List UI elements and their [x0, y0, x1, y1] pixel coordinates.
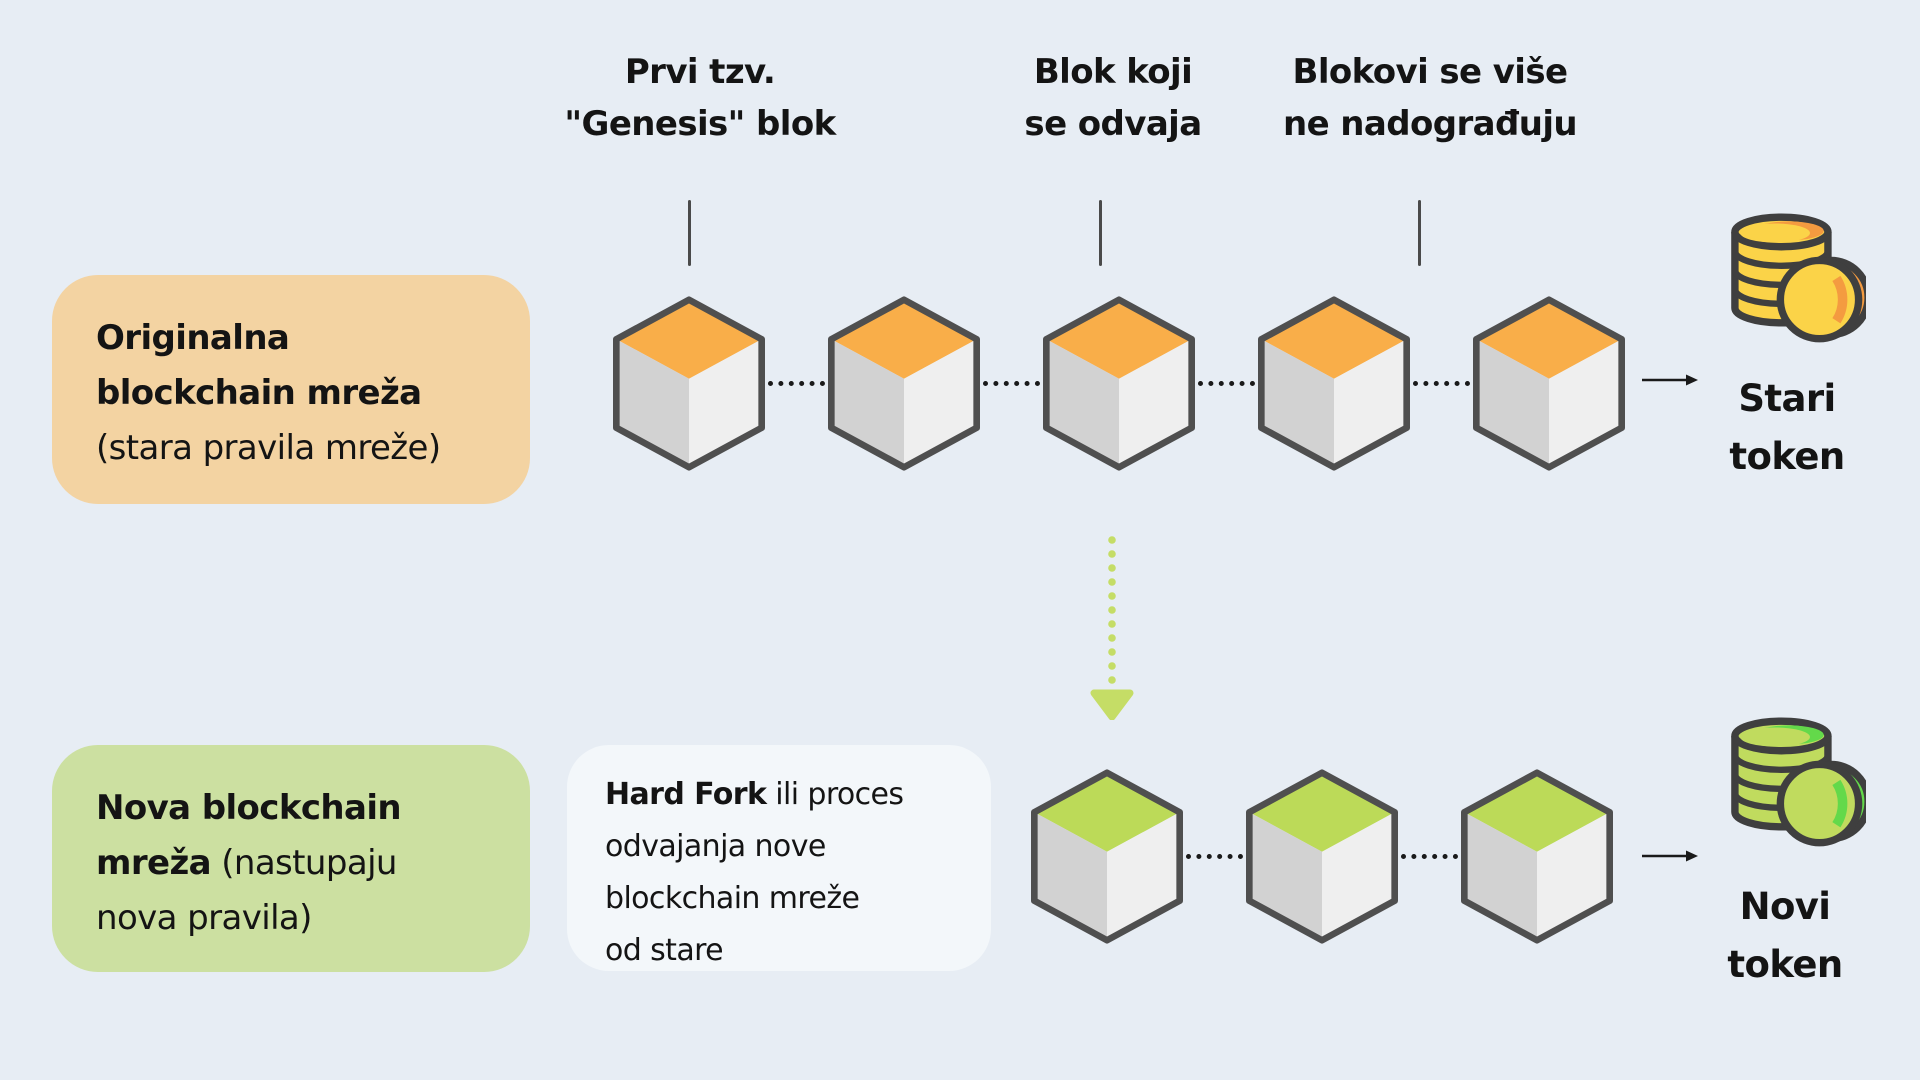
dotted-down-arrow-icon [1090, 536, 1134, 720]
token-label-line: token [1727, 943, 1843, 986]
dotted-line-link [768, 381, 825, 386]
old-chain-block-cube [1255, 295, 1413, 472]
label-line: Blokovi se više [1292, 52, 1568, 92]
label-splitting-block: Blok koji se odvaja [1024, 46, 1202, 150]
box-text: ili proces [766, 777, 904, 812]
old-chain-block-cube [610, 295, 768, 472]
label-line: Blok koji [1033, 52, 1193, 92]
coin-stack-icon [1731, 717, 1866, 847]
old-chain-block-cube [1470, 295, 1628, 472]
box-text-line: Nova blockchain [96, 788, 402, 828]
old-blockchain-chain [610, 295, 1628, 472]
label-line: "Genesis" blok [564, 104, 836, 144]
box-text-bold: mreža [96, 843, 212, 883]
new-token-label: Novi token [1727, 878, 1843, 994]
box-text-line: Hard Fork ili proces [605, 769, 967, 821]
label-line: se odvaja [1024, 104, 1202, 144]
new-network-box: Nova blockchain mreža (nastupaju nova pr… [52, 745, 530, 972]
original-network-box: Originalna blockchain mreža (stara pravi… [52, 275, 530, 504]
pointer-line [688, 200, 691, 266]
dotted-line-link [983, 381, 1040, 386]
new-blockchain-chain [1028, 768, 1616, 945]
box-text-bold: Hard Fork [605, 777, 767, 812]
token-label-line: Stari [1738, 377, 1836, 420]
dotted-line-link [1413, 381, 1470, 386]
new-chain-block-cube [1028, 768, 1186, 945]
box-text-line: odvajanja nove [605, 829, 826, 864]
box-text-line: Originalna [96, 318, 290, 358]
pointer-line [1418, 200, 1421, 266]
old-token-label: Stari token [1729, 370, 1845, 486]
box-text-line: mreža (nastupaju [96, 836, 500, 891]
box-text-line: od stare [605, 933, 724, 968]
pointer-line [1099, 200, 1102, 266]
new-chain-block-cube [1243, 768, 1401, 945]
right-arrow-icon [1642, 374, 1698, 386]
box-text-line: (stara pravila mreže) [96, 428, 441, 468]
label-genesis-block: Prvi tzv. "Genesis" blok [564, 46, 836, 150]
box-text: (nastupaju [211, 843, 397, 883]
right-arrow-icon [1642, 850, 1698, 862]
token-label-line: token [1729, 435, 1845, 478]
coin-stack-icon [1731, 213, 1866, 343]
old-chain-block-cube [825, 295, 983, 472]
box-text-line: blockchain mreže [605, 881, 860, 916]
dotted-line-link [1198, 381, 1255, 386]
label-line: Prvi tzv. [624, 52, 776, 92]
token-label-line: Novi [1739, 885, 1831, 928]
old-chain-block-cube [1040, 295, 1198, 472]
dotted-line-link [1401, 854, 1458, 859]
hard-fork-description-box: Hard Fork ili proces odvajanja nove bloc… [567, 745, 991, 971]
box-text-line: nova pravila) [96, 898, 312, 938]
new-chain-block-cube [1458, 768, 1616, 945]
dotted-line-link [1186, 854, 1243, 859]
label-deprecated-blocks: Blokovi se više ne nadograđuju [1283, 46, 1578, 150]
label-line: ne nadograđuju [1283, 104, 1578, 144]
box-text-line: blockchain mreža [96, 373, 422, 413]
